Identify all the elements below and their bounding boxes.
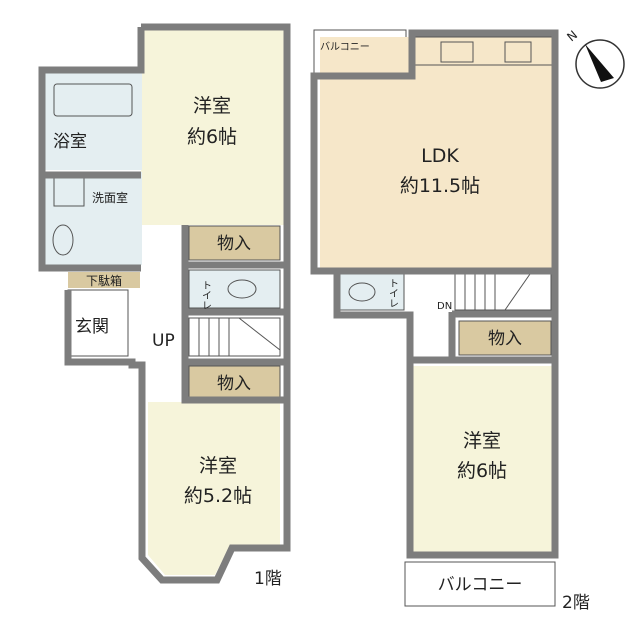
storage-b-label: 物入 bbox=[217, 374, 251, 394]
balcony-bottom-label: バルコニー bbox=[438, 575, 523, 595]
floor-1-label: 1階 bbox=[254, 569, 282, 589]
western-room-2-name: 洋室 bbox=[463, 430, 501, 452]
balcony-top-label: バルコニー bbox=[320, 41, 370, 53]
storage-a bbox=[188, 225, 281, 261]
floor-1: 洋室 約6帖 浴室 洗面室 下駄箱 玄関 物入 トイレ UP 物入 洋室 約5.… bbox=[38, 23, 291, 589]
storage-b bbox=[188, 365, 281, 401]
stairs-up-label: UP bbox=[152, 331, 175, 351]
toilet-label-2: トイレ bbox=[387, 278, 399, 308]
north-arrow-icon: N bbox=[564, 28, 625, 89]
western-room-a-name: 洋室 bbox=[193, 95, 231, 117]
stove-icon bbox=[504, 41, 532, 63]
washroom bbox=[45, 172, 142, 265]
western-room-b-size: 約5.2帖 bbox=[184, 485, 252, 507]
toilet-label-1: トイレ bbox=[200, 280, 212, 310]
shoe-box-label: 下駄箱 bbox=[86, 273, 122, 288]
stairs-2 bbox=[454, 273, 552, 311]
ldk-size: 約11.5帖 bbox=[400, 175, 480, 197]
balcony-bottom bbox=[404, 561, 556, 607]
stairs-1 bbox=[188, 317, 281, 357]
western-room-a-size: 約6帖 bbox=[187, 126, 237, 148]
entrance-label: 玄関 bbox=[75, 317, 109, 337]
toilet-icon bbox=[227, 279, 257, 299]
western-room-a bbox=[141, 30, 284, 225]
kitchen-sink-icon bbox=[440, 41, 474, 63]
floor-2: バルコニー LDK 約11.5帖 トイレ DN 物入 洋室 約6帖 バルコニー … bbox=[310, 29, 590, 613]
floor-2-label: 2階 bbox=[562, 593, 590, 613]
bathtub bbox=[53, 83, 133, 117]
western-room-2 bbox=[413, 366, 552, 552]
storage-2-label: 物入 bbox=[488, 329, 522, 349]
western-room-2-size: 約6帖 bbox=[457, 460, 507, 482]
sink-icon bbox=[52, 224, 74, 256]
shoe-box bbox=[68, 272, 140, 288]
toilet-room-1 bbox=[188, 269, 281, 309]
compass-label: N bbox=[564, 28, 580, 44]
western-room-b-name: 洋室 bbox=[199, 455, 237, 477]
stairs-down-label: DN bbox=[437, 301, 452, 312]
toilet-icon-2 bbox=[348, 282, 376, 302]
storage-2 bbox=[458, 320, 552, 356]
bathroom-label: 浴室 bbox=[53, 132, 87, 152]
western-room-b bbox=[148, 402, 280, 575]
ldk-name: LDK bbox=[421, 145, 459, 167]
entrance bbox=[67, 289, 129, 357]
bathroom bbox=[45, 73, 142, 170]
storage-a-label: 物入 bbox=[217, 234, 251, 254]
washroom-label: 洗面室 bbox=[92, 190, 128, 205]
